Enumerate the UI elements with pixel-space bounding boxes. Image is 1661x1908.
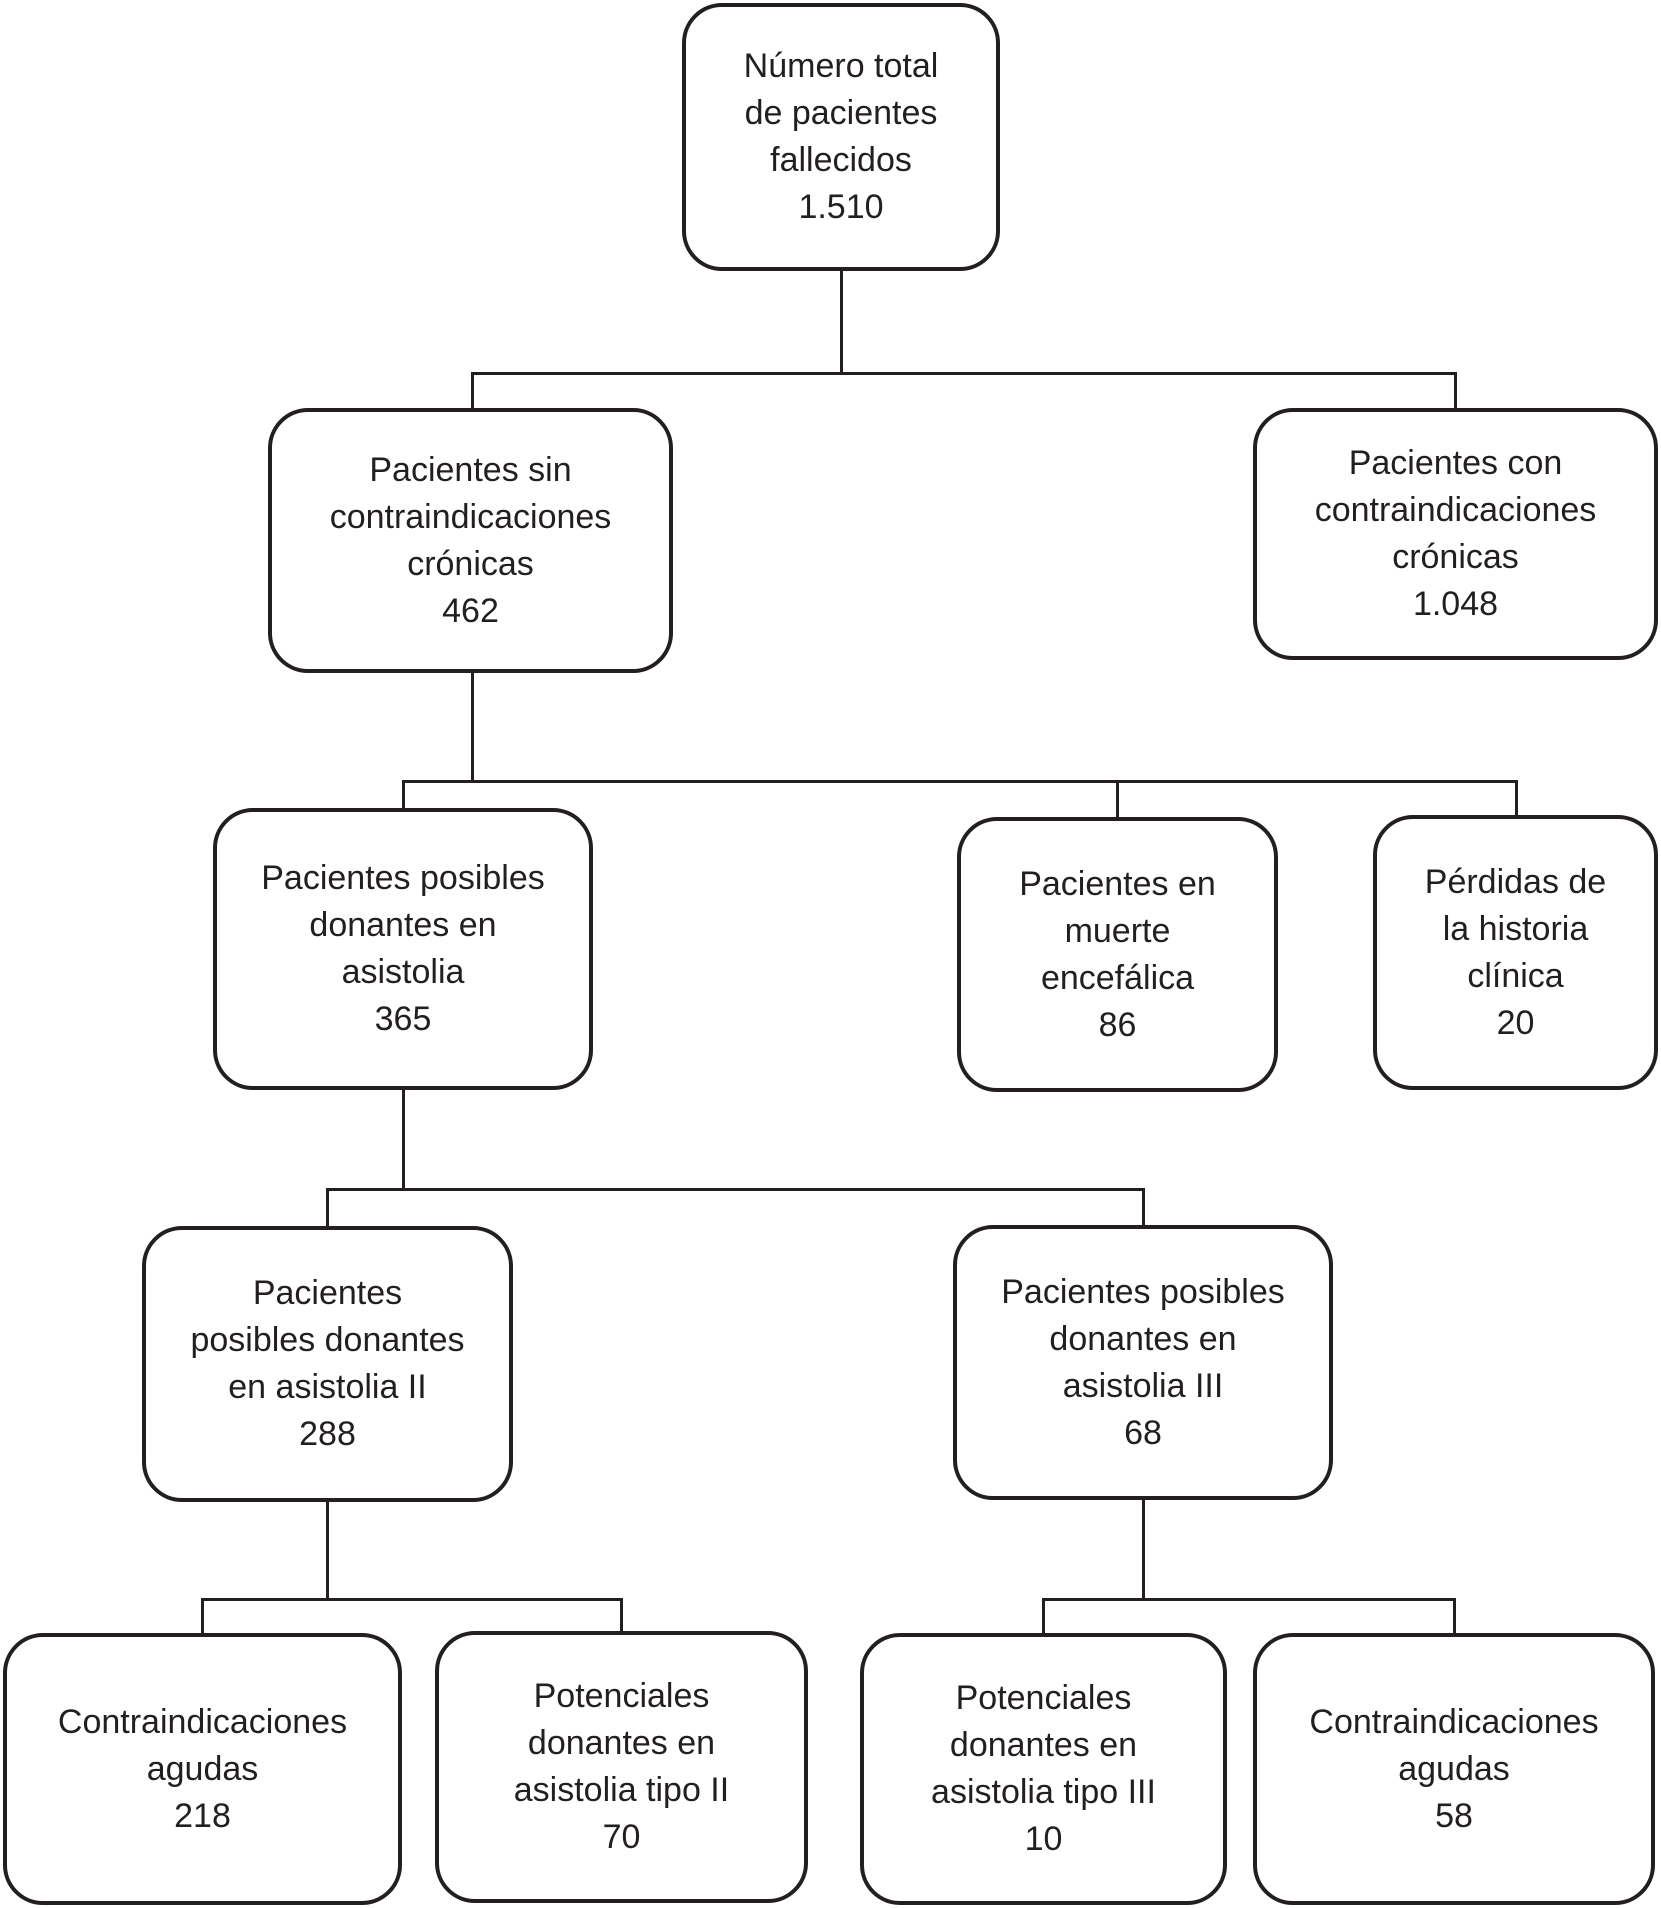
node-text-line: asistolia III bbox=[1062, 1366, 1224, 1405]
node-text-line: agudas bbox=[146, 1749, 259, 1788]
flowchart-node-potenciales-donantes-tipo-iii: Potenciales donantes en asistolia tipo III… bbox=[860, 1633, 1227, 1905]
node-text-line: Pacientes posibles bbox=[1001, 1272, 1285, 1311]
connector-line bbox=[1452, 1597, 1456, 1634]
flowchart-node-contraindicaciones-agudas-ii: Contraindicaciones agudas 218 bbox=[3, 1633, 402, 1905]
node-text-line: crónicas bbox=[1392, 538, 1519, 576]
flowchart-node-total-fallecidos: Número total de pacientes fallecidos 1.510 bbox=[682, 3, 1000, 271]
connector-line bbox=[1514, 779, 1518, 816]
flowchart-node-posibles-donantes-asistolia-ii: Pacientes posibles donantes en asistolia I… bbox=[142, 1226, 513, 1502]
connector-line bbox=[1041, 1597, 1454, 1601]
node-text-line: 1.048 bbox=[1412, 585, 1499, 623]
connector-line bbox=[1453, 371, 1457, 409]
flowchart-node-potenciales-donantes-tipo-ii: Potenciales donantes en asistolia tipo II 7… bbox=[435, 1631, 808, 1903]
flowchart-node-sin-contraindicaciones-cronicas: Pacientes sin contraindicaciones crónicas 4… bbox=[268, 408, 673, 673]
connector-line bbox=[401, 779, 1516, 783]
node-text-line: contraindicaciones bbox=[329, 497, 612, 536]
node-text-line: de pacientes bbox=[744, 94, 938, 132]
node-text-line: clínica bbox=[1467, 956, 1564, 995]
node-text-line: donantes en bbox=[527, 1724, 716, 1762]
node-text-line: 365 bbox=[374, 1000, 432, 1038]
node-text-line: 20 bbox=[1496, 1003, 1535, 1042]
connector-line bbox=[470, 669, 474, 781]
connector-line bbox=[401, 779, 405, 809]
connector-line bbox=[401, 1086, 405, 1189]
node-text-line: muerte bbox=[1064, 911, 1171, 950]
node-text-line: Pérdidas de bbox=[1424, 862, 1607, 901]
connector-line bbox=[1041, 1597, 1045, 1634]
node-text-line: 462 bbox=[442, 591, 499, 630]
node-text-line: crónicas bbox=[407, 544, 534, 583]
node-text-line: asistolia tipo II bbox=[513, 1771, 730, 1809]
flowchart-node-contraindicaciones-agudas-iii: Contraindicaciones agudas 58 bbox=[1253, 1633, 1655, 1905]
node-text-line: 70 bbox=[602, 1818, 641, 1856]
connector-line bbox=[325, 1498, 329, 1599]
connector-line bbox=[839, 269, 843, 374]
flowchart-node-posibles-donantes-asistolia: Pacientes posibles donantes en asistolia 36… bbox=[213, 808, 593, 1090]
connector-line bbox=[470, 371, 1455, 375]
node-text-line: Pacientes en bbox=[1019, 864, 1216, 903]
connector-line bbox=[325, 1187, 1143, 1191]
node-text-line: 58 bbox=[1435, 1796, 1473, 1835]
connector-line bbox=[1141, 1187, 1145, 1226]
node-text-line: Pacientes sin bbox=[369, 450, 572, 489]
node-text-line: donantes en bbox=[949, 1726, 1138, 1764]
flowchart-node-posibles-donantes-asistolia-iii: Pacientes posibles donantes en asistolia I… bbox=[953, 1225, 1333, 1500]
node-text-line: 1.510 bbox=[798, 188, 884, 226]
connector-line bbox=[200, 1597, 621, 1601]
connector-line bbox=[1115, 779, 1119, 818]
node-text-line: donantes en bbox=[309, 906, 497, 944]
node-text-line: 86 bbox=[1098, 1005, 1137, 1044]
flowchart-node-muerte-encefalica: Pacientes en muerte encefálica 86 bbox=[957, 817, 1278, 1092]
node-text-line: la historia bbox=[1442, 909, 1589, 948]
node-text-line: contraindicaciones bbox=[1314, 491, 1597, 529]
node-text-line: asistolia tipo III bbox=[931, 1773, 1156, 1811]
node-text-line: fallecidos bbox=[770, 141, 912, 179]
flowchart-node-perdidas-historia-clinica: Pérdidas de la historia clínica 20 bbox=[1373, 815, 1658, 1090]
node-text-line: Pacientes posibles bbox=[261, 859, 545, 897]
node-text-line: donantes en bbox=[1049, 1319, 1237, 1358]
node-text-line: Pacientes con bbox=[1348, 444, 1563, 482]
connector-line bbox=[200, 1597, 204, 1634]
connector-line bbox=[325, 1187, 329, 1227]
connector-line bbox=[619, 1597, 623, 1632]
node-text-line: 288 bbox=[299, 1415, 356, 1453]
node-text-line: agudas bbox=[1398, 1749, 1510, 1788]
node-text-line: asistolia bbox=[341, 953, 465, 991]
node-text-line: Contraindicaciones bbox=[57, 1702, 348, 1741]
node-text-line: posibles donantes bbox=[190, 1321, 465, 1359]
node-text-line: 68 bbox=[1124, 1413, 1162, 1452]
flowchart-node-con-contraindicaciones-cronicas: Pacientes con contraindicaciones crónicas 1… bbox=[1253, 408, 1658, 660]
node-text-line: Número total bbox=[743, 47, 939, 85]
node-text-line: Pacientes bbox=[252, 1274, 403, 1312]
node-text-line: Potenciales bbox=[533, 1677, 710, 1715]
node-text-line: 218 bbox=[174, 1796, 231, 1835]
node-text-line: en asistolia II bbox=[228, 1368, 427, 1406]
node-text-line: Contraindicaciones bbox=[1309, 1702, 1599, 1741]
connector-line bbox=[470, 371, 474, 409]
node-text-line: encefálica bbox=[1040, 958, 1195, 997]
node-text-line: 10 bbox=[1024, 1820, 1063, 1858]
connector-line bbox=[1141, 1496, 1145, 1599]
node-text-line: Potenciales bbox=[955, 1679, 1132, 1717]
